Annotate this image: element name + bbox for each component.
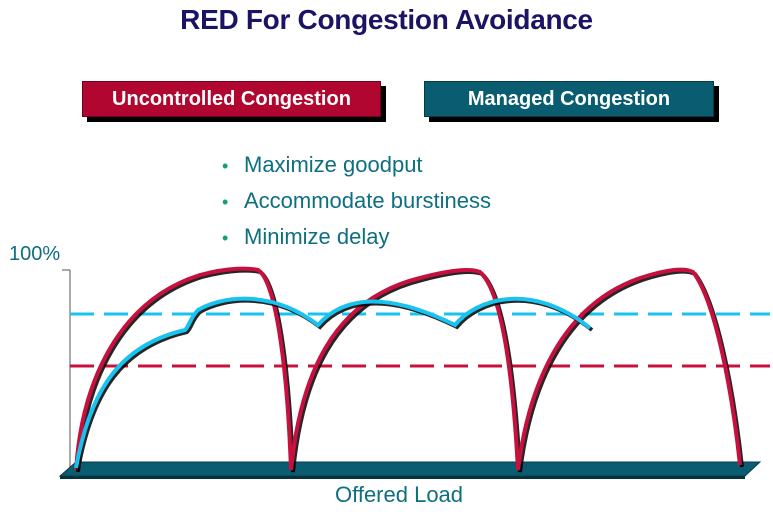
goal-item: • Accommodate burstiness — [222, 186, 491, 222]
uncontrolled-curve-shadow — [76, 268, 744, 473]
y-axis-label: 100% — [9, 243, 61, 265]
page-title: RED For Congestion Avoidance — [180, 4, 593, 35]
goal-item: • Maximize goodput — [222, 150, 491, 186]
managed-curve — [74, 296, 594, 471]
x-axis-label: Offered Load — [335, 482, 464, 507]
x-axis-bar-shadow — [60, 476, 745, 479]
uncontrolled-curve — [74, 266, 744, 473]
legend-uncontrolled-congestion: Uncontrolled Congestion — [82, 81, 381, 117]
x-axis-bar — [58, 461, 762, 477]
legend-managed-congestion: Managed Congestion — [424, 81, 714, 117]
bullet-dot-icon: • — [222, 156, 229, 176]
bullet-dot-icon: • — [222, 192, 229, 212]
bullet-dot-icon: • — [222, 228, 229, 248]
goal-text: Maximize goodput — [244, 152, 423, 177]
goal-text: Accommodate burstiness — [244, 188, 491, 213]
goal-item: • Minimize delay — [222, 222, 491, 258]
goals-list: • Maximize goodput • Accommodate burstines… — [222, 150, 491, 258]
uncontrolled-curve-line — [74, 266, 742, 471]
goal-text: Minimize delay — [244, 224, 390, 249]
managed-curve-line — [74, 296, 592, 469]
